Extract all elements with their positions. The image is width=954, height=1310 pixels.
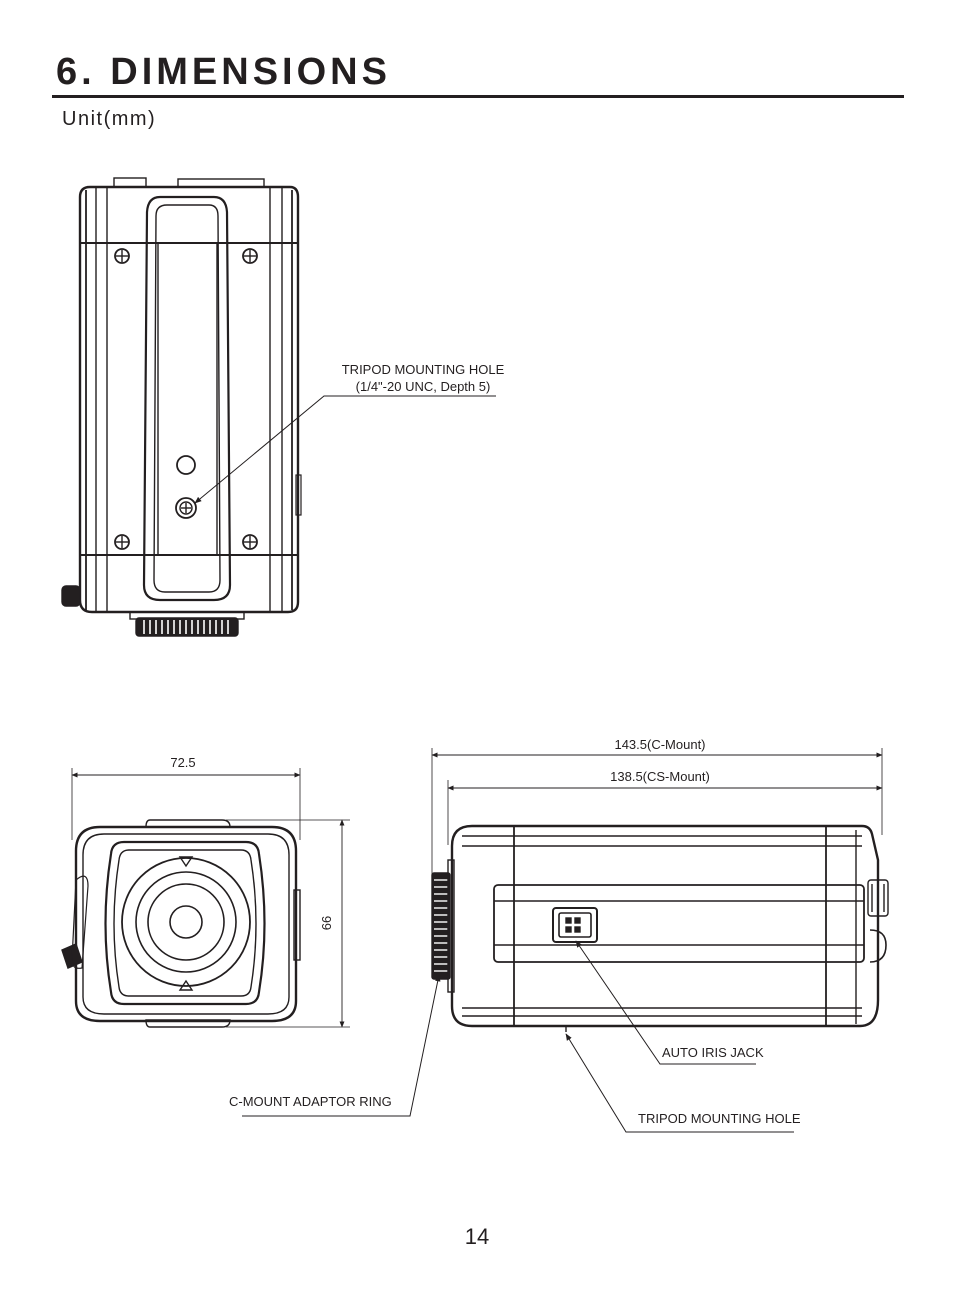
top-view-screw — [114, 248, 130, 264]
tripod-callout-line2: (1/4"-20 UNC, Depth 5) — [356, 379, 491, 394]
top-view-body-outline — [78, 185, 300, 614]
page-title: 6. DIMENSIONS — [56, 51, 391, 93]
top-view-screw — [114, 534, 130, 550]
top-view-locating-hole — [176, 455, 196, 475]
auto-iris-jack-label: AUTO IRIS JACK — [662, 1045, 764, 1060]
tripod-callout-line1: TRIPOD MOUNTING HOLE — [342, 362, 505, 377]
side-view-auto-iris-jack — [552, 907, 598, 943]
c-mount-length-dimension: 143.5(C-Mount) — [614, 737, 705, 752]
top-view-screw — [242, 248, 258, 264]
front-view-lens-bezel — [104, 840, 266, 1006]
front-width-dimension: 72.5 — [170, 755, 195, 770]
top-view-tripod-hole — [175, 497, 197, 519]
c-mount-leader — [242, 974, 441, 1117]
side-view-c-mount-ring — [431, 872, 451, 980]
top-view-side-knob — [61, 585, 81, 607]
top-view-tripod-leader — [194, 395, 496, 504]
front-height-dimension: 66 — [319, 916, 334, 930]
side-view-mounting-rail — [493, 884, 865, 963]
top-view-screw — [242, 534, 258, 550]
front-view-lens-outer-ring — [121, 857, 251, 987]
front-view-marker-top — [178, 856, 194, 868]
tripod-mounting-hole-label: TRIPOD MOUNTING HOLE — [638, 1111, 801, 1126]
front-view-body-outline — [74, 825, 298, 1023]
title-rule — [52, 95, 904, 98]
cs-mount-length-dimension: 138.5(CS-Mount) — [610, 769, 710, 784]
page-number: 14 — [464, 1224, 490, 1249]
side-view — [242, 748, 889, 1133]
top-view — [61, 177, 496, 637]
tripod-hole-leader — [565, 1033, 794, 1133]
side-view-rear-connector — [867, 879, 889, 917]
front-view-marker-bottom — [178, 979, 194, 991]
auto-iris-leader — [575, 940, 756, 1065]
top-view-mounting-rail — [142, 195, 232, 602]
top-view-mount-tab-left — [113, 177, 147, 188]
front-view — [61, 768, 350, 1028]
c-mount-adaptor-ring-label: C-MOUNT ADAPTOR RING — [229, 1094, 392, 1109]
front-view-lens-center — [169, 905, 203, 939]
side-view-body-outline — [450, 824, 880, 1028]
unit-label: Unit(mm) — [62, 108, 157, 130]
